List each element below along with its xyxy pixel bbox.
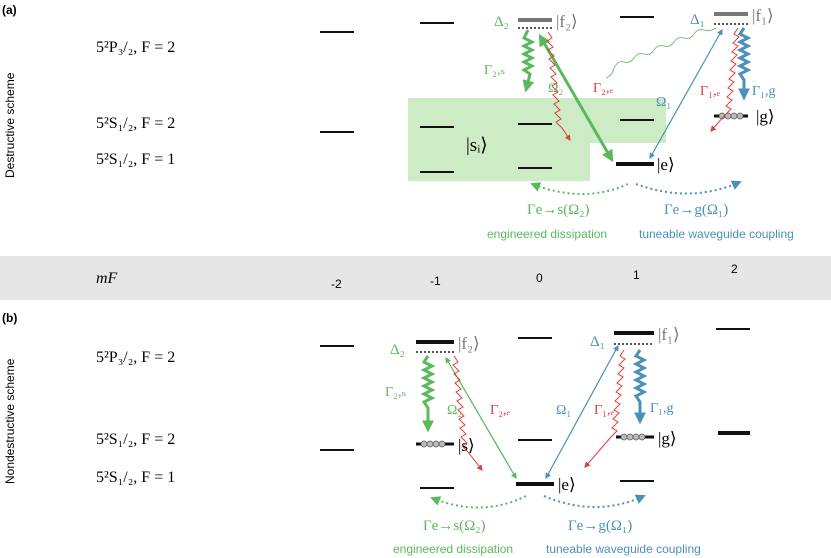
delta1-label-b: Δ₁ bbox=[590, 334, 605, 350]
decay-gamma2e-arrow-b bbox=[452, 355, 483, 471]
panel-a-tag: (a) bbox=[2, 3, 17, 17]
rate-eg-arrow-b bbox=[543, 494, 646, 508]
ket-f2-b: |f₂⟩ bbox=[458, 334, 480, 353]
level-label-p32-b: 5²P₃/₂, F = 2 bbox=[96, 349, 175, 366]
gamma1e-label: Γ₁,ₑ bbox=[700, 84, 720, 99]
ket-e: |e⟩ bbox=[657, 155, 675, 174]
ket-f1-b: |f₁⟩ bbox=[658, 325, 680, 344]
rate-eg-arrow bbox=[635, 180, 742, 195]
panel-b-side-label: Nondestructive scheme bbox=[3, 358, 17, 484]
omega2-label-b: Ω₂ bbox=[447, 403, 462, 418]
omega1-coupling-arrow-b bbox=[545, 344, 619, 480]
mf-tick--1: -1 bbox=[430, 274, 441, 288]
ket-s-b: |s⟩ bbox=[458, 436, 475, 455]
gamma2e-label-b: Γ₂,ₑ bbox=[490, 403, 510, 418]
gamma2e-label: Γ₂,ₑ bbox=[593, 81, 613, 96]
panel-b: (b) Nondestructive scheme 5²P₃/₂, F = 2 … bbox=[2, 311, 750, 556]
mf-band-background bbox=[0, 256, 831, 300]
level-label-s12-f1-b: 5²S₁/₂, F = 1 bbox=[96, 469, 175, 486]
gamma1e-label-b: Γ₁,ₑ bbox=[594, 403, 614, 418]
mf-tick--2: -2 bbox=[331, 277, 342, 291]
decay-gamma2s-arrow-b bbox=[420, 355, 436, 433]
mf-band: mF -2 -1 0 1 2 bbox=[0, 256, 831, 300]
gamma2s-label-b: Γ₂,ₛ bbox=[385, 385, 406, 400]
gamma1g-label: Γ₁,g bbox=[752, 84, 775, 99]
level-label-s12-f2: 5²S₁/₂, F = 2 bbox=[96, 115, 175, 132]
decay-gamma1g-arrow bbox=[736, 27, 752, 101]
ket-g: |g⟩ bbox=[756, 107, 775, 126]
atom-cloud-g-b bbox=[620, 433, 646, 441]
rate-es-arrow-b bbox=[430, 495, 527, 509]
ket-e-b: |e⟩ bbox=[558, 475, 576, 494]
panel-b-tag: (b) bbox=[2, 311, 17, 325]
rate-es-label: Γe→s(Ω₂) bbox=[527, 202, 590, 218]
delta2-label-b: Δ₂ bbox=[390, 342, 405, 358]
mf-tick-2: 2 bbox=[731, 262, 738, 276]
decay-gamma1e-arrow bbox=[710, 27, 740, 132]
gamma2s-label: Γ₂,ₛ bbox=[484, 63, 505, 78]
caption-tuneable-waveguide-b: tuneable waveguide coupling bbox=[546, 542, 701, 556]
caption-engineered-dissipation: engineered dissipation bbox=[487, 227, 607, 241]
delta2-label: Δ₂ bbox=[494, 14, 509, 30]
ket-si: |sᵢ⟩ bbox=[466, 135, 488, 156]
decay-gamma2s-arrow bbox=[520, 29, 536, 93]
panel-a-side-label: Destructive scheme bbox=[3, 72, 17, 178]
ket-f1: |f₁⟩ bbox=[752, 6, 774, 25]
omega1-green-spontaneous-arrow bbox=[605, 27, 717, 79]
delta1-label: Δ₁ bbox=[690, 12, 705, 28]
rate-es-label-b: Γe→s(Ω₂) bbox=[423, 518, 486, 534]
ket-g-b: |g⟩ bbox=[658, 429, 677, 448]
gamma1g-label-b: Γ₁,g bbox=[650, 401, 673, 416]
caption-tuneable-waveguide: tuneable waveguide coupling bbox=[639, 227, 794, 241]
level-label-s12-f1: 5²S₁/₂, F = 1 bbox=[96, 151, 175, 168]
caption-engineered-dissipation-b: engineered dissipation bbox=[393, 542, 513, 556]
panel-a: (a) Destructive scheme 5²P₃/₂, F = 2 5²S… bbox=[2, 3, 794, 241]
level-label-p32: 5²P₃/₂, F = 2 bbox=[96, 39, 175, 56]
omega1-coupling-arrow bbox=[649, 28, 723, 160]
level-label-s12-f2-b: 5²S₁/₂, F = 2 bbox=[96, 431, 175, 448]
mf-tick-1: 1 bbox=[633, 268, 640, 282]
omega1-label-b: Ω₁ bbox=[556, 403, 571, 418]
ket-f2: |f₂⟩ bbox=[556, 12, 578, 31]
mf-tick-0: 0 bbox=[536, 271, 543, 285]
rate-eg-label-b: Γe→g(Ω₁) bbox=[568, 518, 632, 534]
atom-cloud-s bbox=[420, 440, 446, 448]
rate-eg-label: Γe→g(Ω₁) bbox=[664, 202, 728, 218]
decay-gamma1g-arrow-b bbox=[632, 349, 648, 425]
decay-gamma1e-arrow-b bbox=[584, 349, 626, 468]
mf-label: mF bbox=[96, 270, 118, 287]
rate-es-arrow bbox=[530, 182, 629, 195]
omega1-label: Ω₁ bbox=[656, 95, 671, 110]
decay-gamma2e-arrow bbox=[546, 31, 571, 141]
